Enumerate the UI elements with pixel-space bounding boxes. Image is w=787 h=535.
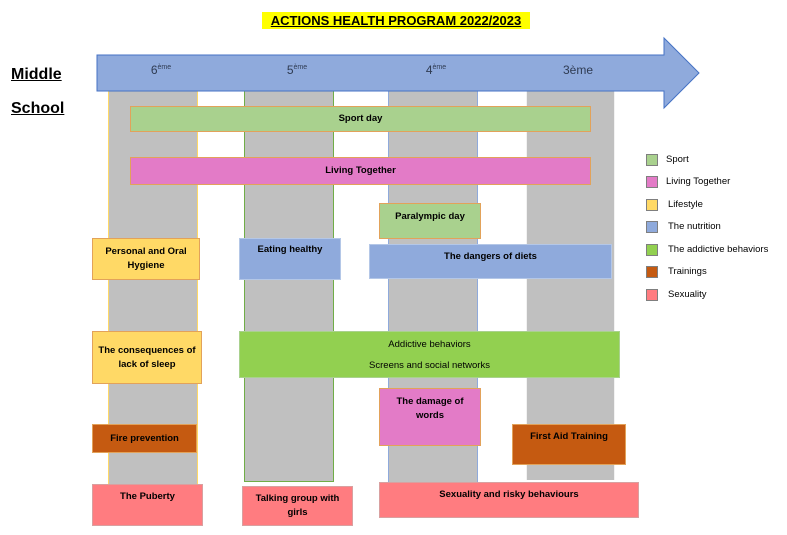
action-personal-oral-hygiene: Personal and Oral Hygiene <box>92 238 200 280</box>
legend-label-lifestyle: Lifestyle <box>668 199 703 210</box>
action-first-aid-training: First Aid Training <box>512 424 626 465</box>
legend-swatch-sexuality <box>646 289 658 301</box>
grade-label-3eme: 3ème <box>562 63 594 77</box>
action-paralympic-day: Paralympic day <box>379 203 481 239</box>
timeline-arrow <box>96 36 700 110</box>
page-title: ACTIONS HEALTH PROGRAM 2022/2023 <box>262 12 530 29</box>
legend-label-nutrition: The nutrition <box>668 221 721 232</box>
action-dangers-of-diets: The dangers of diets <box>369 244 612 279</box>
action-sport-day: Sport day <box>130 106 591 132</box>
legend-label-trainings: Trainings <box>668 266 707 277</box>
action-addictive-behaviors: Addictive behaviors Screens and social n… <box>239 331 620 378</box>
legend-label-living-together: Living Together <box>666 176 731 187</box>
action-fire-prevention: Fire prevention <box>92 424 197 453</box>
legend-swatch-sport <box>646 154 658 166</box>
grade-label-6eme: 6ème <box>150 63 172 77</box>
side-label-school: School <box>11 100 65 117</box>
action-damage-of-words: The damage of words <box>379 388 481 446</box>
action-sexuality-risky: Sexuality and risky behaviours <box>379 482 639 518</box>
legend: Sport Living Together Lifestyle The nutr… <box>646 154 786 314</box>
column-3eme <box>526 86 615 480</box>
column-5eme <box>244 86 334 482</box>
legend-swatch-trainings <box>646 266 658 278</box>
action-consequences-sleep: The consequences of lack of sleep <box>92 331 202 384</box>
legend-label-sport: Sport <box>666 154 689 165</box>
action-puberty: The Puberty <box>92 484 203 526</box>
legend-swatch-lifestyle <box>646 199 658 211</box>
legend-label-sexuality: Sexuality <box>668 289 707 300</box>
action-eating-healthy: Eating healthy <box>239 238 341 280</box>
addictive-line-1: Addictive behaviors <box>388 338 471 350</box>
addictive-line-2: Screens and social networks <box>369 359 490 371</box>
side-label-middle: Middle <box>11 66 62 83</box>
column-6eme <box>108 86 198 484</box>
legend-swatch-addictive <box>646 244 658 256</box>
legend-swatch-living-together <box>646 176 658 188</box>
action-talking-group: Talking group with girls <box>242 486 353 526</box>
grade-label-4eme: 4ème <box>425 63 447 77</box>
action-living-together: Living Together <box>130 157 591 185</box>
legend-label-addictive: The addictive behaviors <box>668 244 769 255</box>
grade-label-5eme: 5ème <box>286 63 308 77</box>
legend-swatch-nutrition <box>646 221 658 233</box>
